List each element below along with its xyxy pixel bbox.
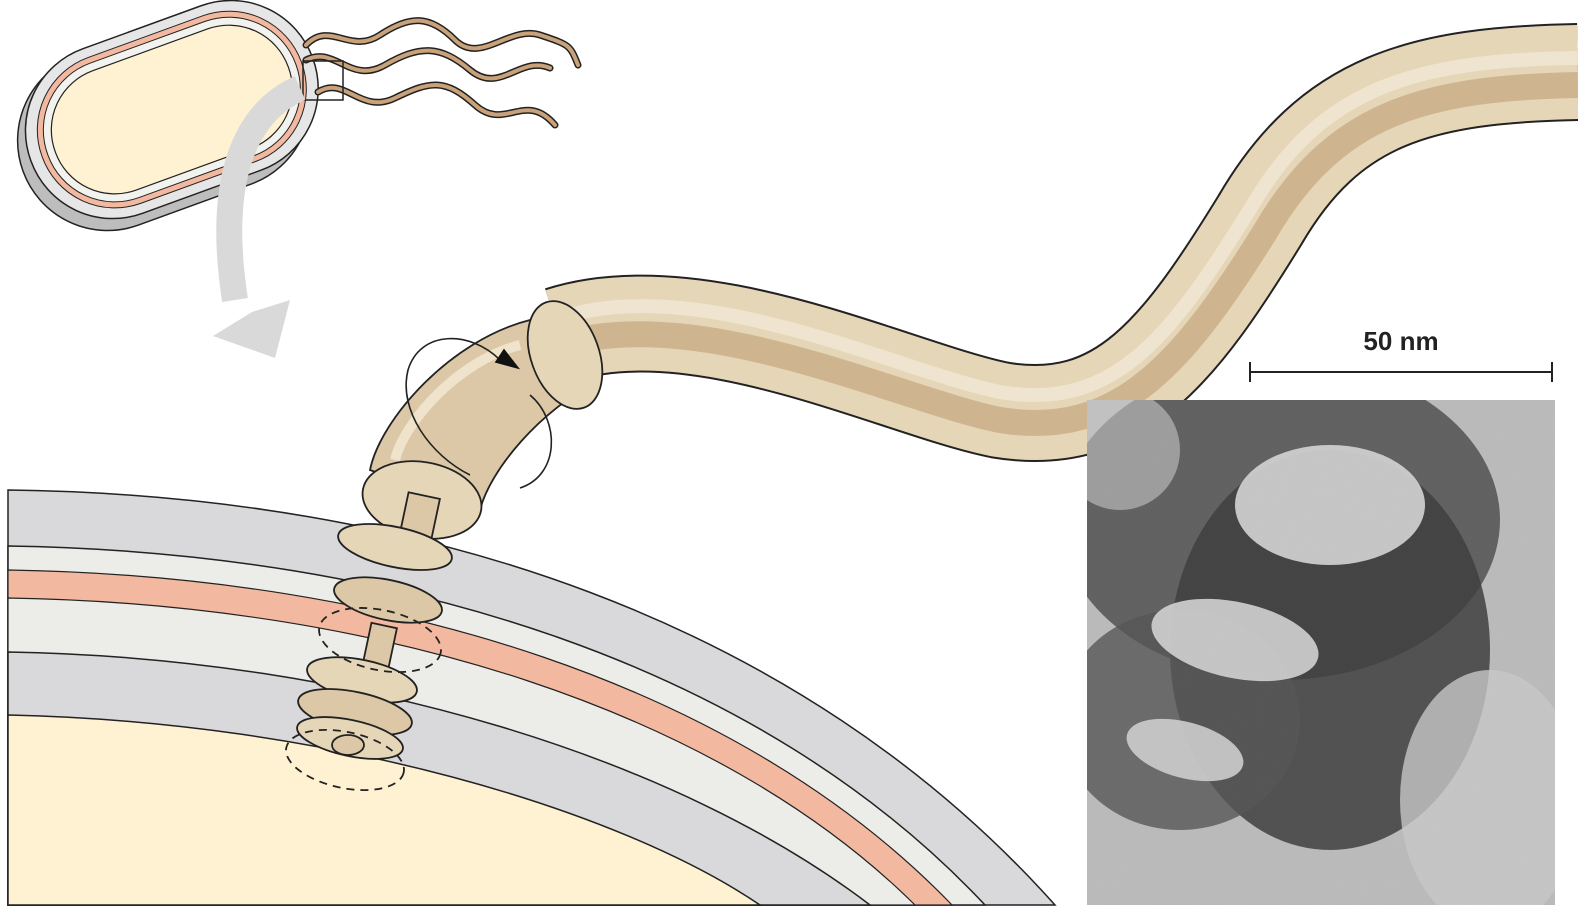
flagellar-hook <box>356 291 616 548</box>
flagellum-filament <box>560 58 1578 423</box>
cell-envelope <box>8 490 1055 905</box>
scale-bar-label: 50 nm <box>1363 326 1438 356</box>
bacterium-overview <box>0 0 578 256</box>
electron-micrograph <box>1060 360 1578 913</box>
motor-stub <box>332 735 364 755</box>
scale-bar <box>1250 362 1552 382</box>
